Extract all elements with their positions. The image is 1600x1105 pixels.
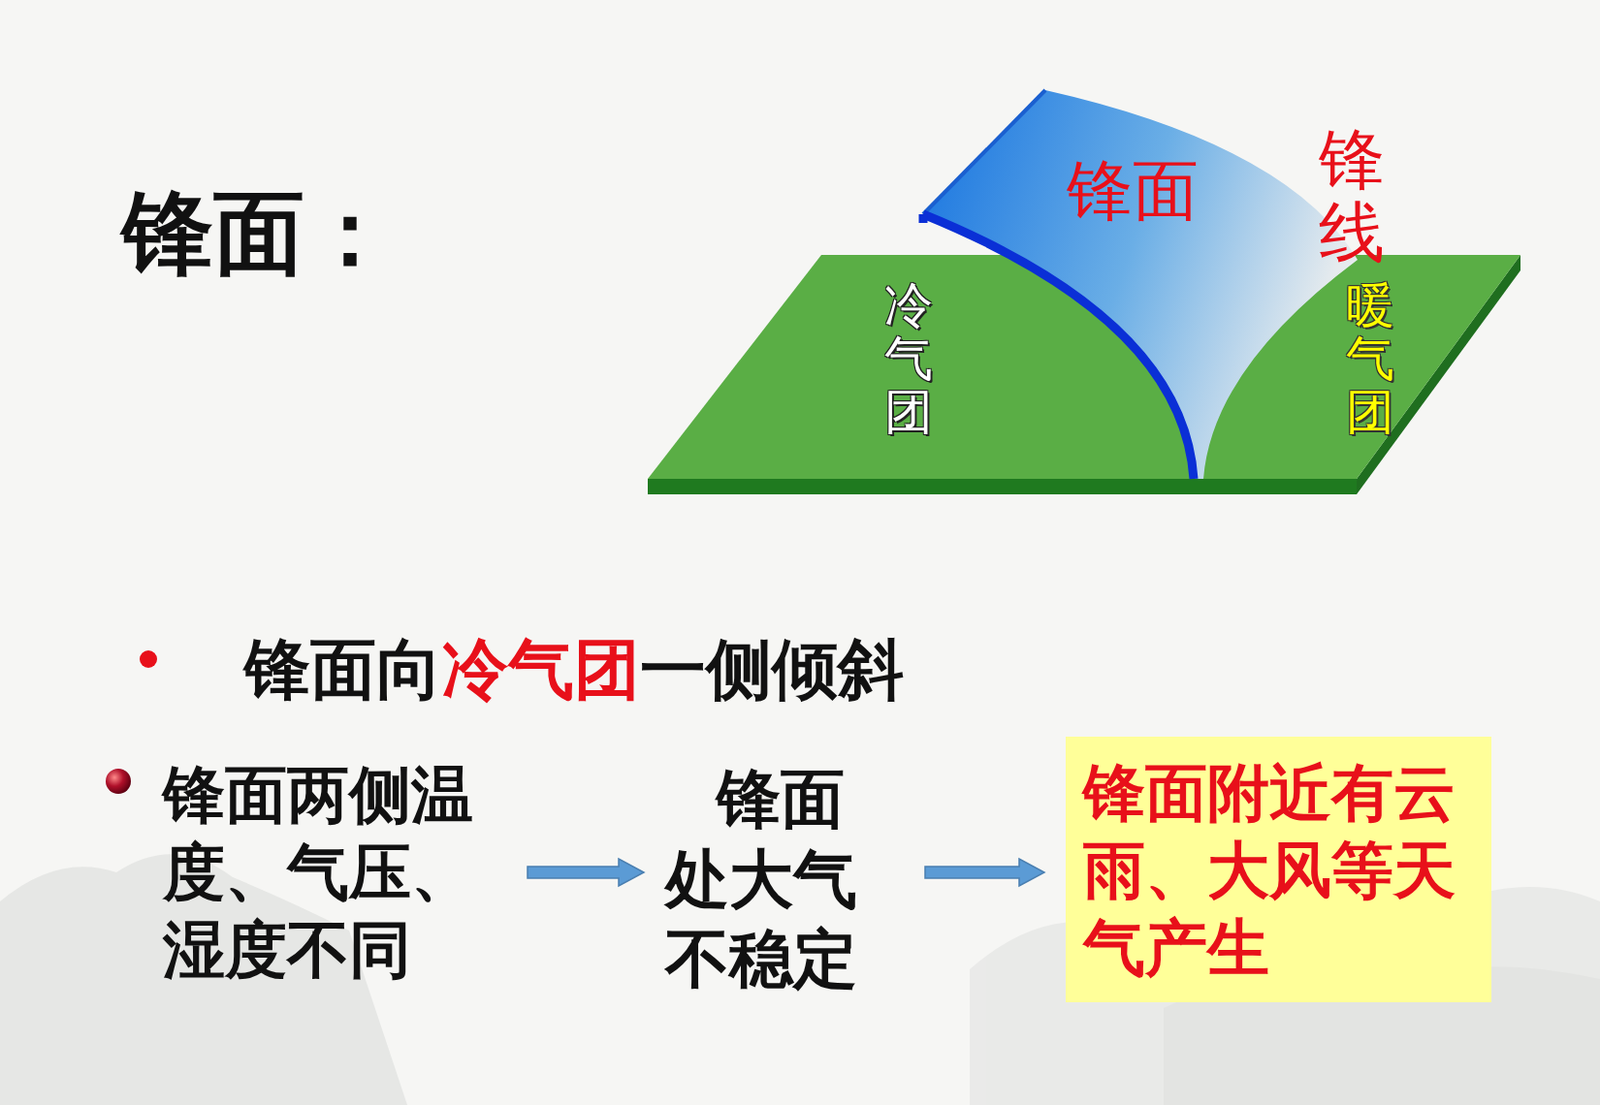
node-text: 锋面两侧温度、气压、湿度不同 [162, 756, 493, 990]
block-arrow [527, 859, 644, 887]
front-line-label: 锋线 [1318, 124, 1385, 270]
node-text: 锋面附近有云雨、大风等天气产生 [1083, 754, 1478, 988]
air-mass-label: 冷气团 [884, 279, 933, 440]
block-arrow [925, 859, 1045, 887]
slide-title: 锋面： [122, 172, 396, 296]
cause-text: 锋面两侧温度、气压、湿度不同 [162, 756, 493, 990]
air-mass-label: 暖气团 [1345, 279, 1395, 440]
bullet-dot [139, 650, 158, 669]
bullet-text: 锋面向冷气团一侧倾斜 [244, 626, 904, 715]
result-text: 锋面处大气不稳定 [665, 760, 891, 1001]
surface-label: 锋面 [1066, 147, 1199, 236]
node-text: 锋面处大气不稳定 [665, 760, 891, 1001]
frontal-surface [923, 90, 1358, 480]
conclusion-box: 锋面附近有云雨、大风等天气产生 [1065, 736, 1492, 1003]
bullet-dot [105, 768, 131, 795]
